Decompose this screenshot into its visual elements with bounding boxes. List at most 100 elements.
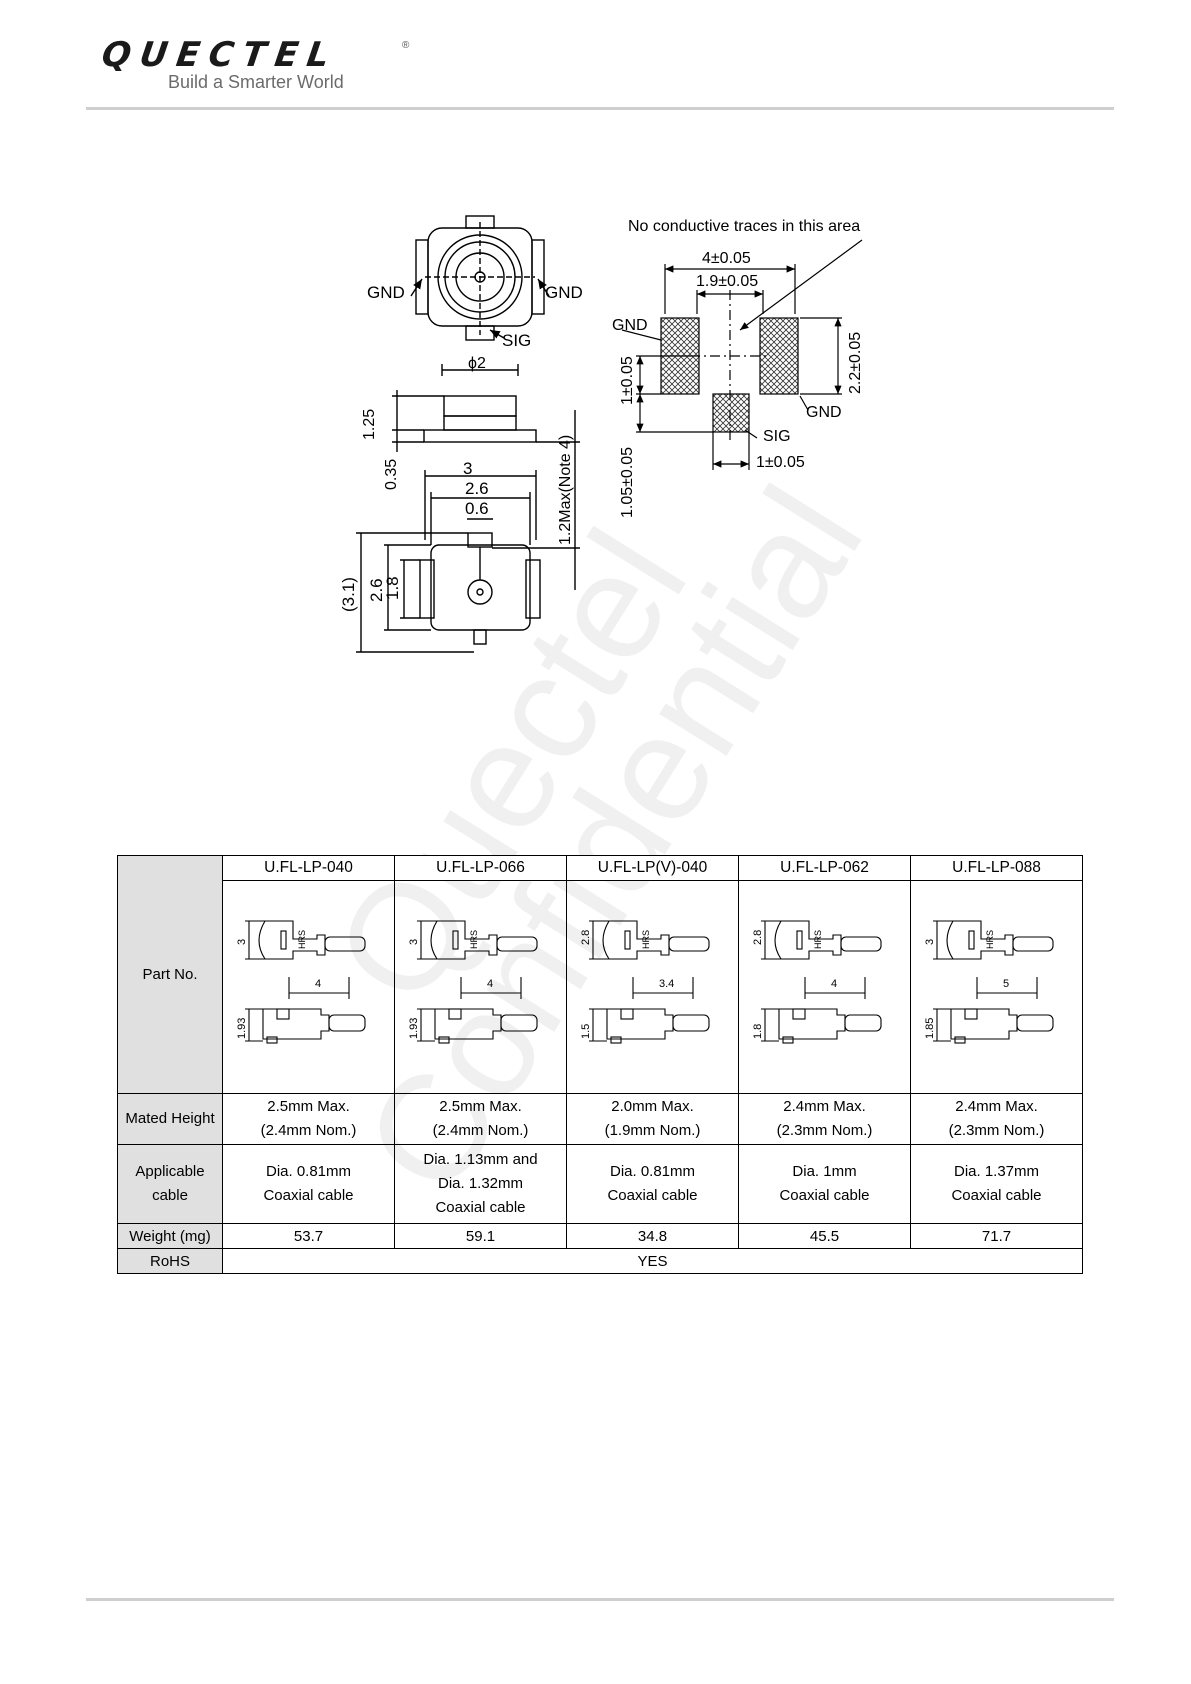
logo-tagline: Build a Smarter World <box>168 72 344 92</box>
plug-side-foot <box>265 1036 278 1044</box>
plug-drawing-cell: 3 HRS 5 1.85 <box>910 880 1083 1094</box>
part-name-4: U.FL-LP-062 <box>738 855 911 881</box>
plug-side-slot <box>791 1008 806 1020</box>
dim-1-25: 1.25 <box>361 409 378 440</box>
rohs-cell: YES <box>222 1248 1083 1274</box>
plug-cable-side <box>671 1014 710 1032</box>
connector-top-view <box>410 215 550 341</box>
plug-sketch <box>932 920 1054 1044</box>
weight-cell: 53.7 <box>222 1223 395 1249</box>
mating-plug-table: Part No. U.FL-LP-040 U.FL-LP-066 U.FL-LP… <box>117 855 1083 1274</box>
weight-cell: 71.7 <box>910 1223 1083 1249</box>
plug-cable-top <box>1011 936 1054 952</box>
dim-2-6-vertical: 2.6 <box>367 578 386 602</box>
plug-top-body <box>601 920 670 960</box>
pcb-gnd-right: GND <box>806 404 842 421</box>
plug-dim-width: 4 <box>831 978 837 990</box>
plug-top-body <box>429 920 498 960</box>
dim-phi2: ϕ2 <box>468 355 486 372</box>
plug-sketch <box>588 920 710 1044</box>
dim-0-6: 0.6 <box>465 499 489 518</box>
plug-slot <box>795 930 803 950</box>
plug-side-foot <box>609 1036 622 1044</box>
label-gnd-right: GND <box>545 283 583 302</box>
plug-side-foot <box>953 1036 966 1044</box>
pcb-land-pattern <box>621 239 863 470</box>
pcb-dim-2-2: 2.2±0.05 <box>847 332 864 394</box>
plug-hrs-mark: HRS <box>985 930 995 949</box>
plug-side-slot <box>619 1008 634 1020</box>
plug-top-body <box>945 920 1014 960</box>
plug-side-body <box>261 1008 330 1040</box>
weight-cell: 34.8 <box>566 1223 739 1249</box>
plug-top-body <box>773 920 842 960</box>
connector-front-view <box>356 470 580 653</box>
dim-2-6: 2.6 <box>465 479 489 498</box>
part-name-1: U.FL-LP-040 <box>222 855 395 881</box>
plug-side-slot <box>275 1008 290 1020</box>
pcb-dim-1-vertical: 1±0.05 <box>619 356 636 405</box>
plug-cable-side <box>1015 1014 1054 1032</box>
dim-1-2max: 1.2Max(Note 4) <box>557 435 574 545</box>
plug-top-body <box>257 920 326 960</box>
plug-slot <box>623 930 631 950</box>
label-gnd-left: GND <box>367 283 405 302</box>
table-row-mated-height: Mated Height 2.5mm Max.(2.4mm Nom.) 2.5m… <box>117 1093 1083 1145</box>
connector-drawings: GND GND SIG ϕ2 1.25 0.35 1.2Max(Note 4) <box>339 215 864 653</box>
plug-side-body <box>605 1008 674 1040</box>
plug-cable-side <box>327 1014 366 1032</box>
plug-sketch <box>760 920 882 1044</box>
plug-cable-top <box>667 936 710 952</box>
plug-dim-height-side: 1.93 <box>236 1018 248 1039</box>
pcb-note: No conductive traces in this area <box>628 218 860 235</box>
part-name-3: U.FL-LP(V)-040 <box>566 855 739 881</box>
footer-rule <box>86 1598 1114 1601</box>
plug-cable-side <box>499 1014 538 1032</box>
plug-dim-width: 3.4 <box>659 978 674 990</box>
part-name-2: U.FL-LP-066 <box>394 855 567 881</box>
table-row-rohs: RoHS YES <box>117 1248 1083 1274</box>
plug-hrs-mark: HRS <box>469 930 479 949</box>
quectel-logo: QUECTEL ® Build a Smarter World <box>99 35 409 92</box>
plug-dim-width: 4 <box>315 978 321 990</box>
pcb-gnd-left: GND <box>612 317 648 334</box>
dim-3: 3 <box>463 459 472 478</box>
plug-dim-height-top: 3 <box>236 939 248 945</box>
plug-sketch <box>244 920 366 1044</box>
pcb-dim-4: 4±0.05 <box>702 250 751 267</box>
plug-dim-height-side: 1.93 <box>408 1018 420 1039</box>
plug-drawing-5: 3 HRS 5 1.85 <box>924 920 1054 1044</box>
label-sig: SIG <box>502 331 531 350</box>
mated-height-cell: 2.0mm Max.(1.9mm Nom.) <box>566 1093 739 1145</box>
plug-dim-height-top: 3 <box>924 939 936 945</box>
plug-dim-width: 4 <box>487 978 493 990</box>
dim-3-1: (3.1) <box>339 577 358 612</box>
plug-dim-height-side: 1.85 <box>924 1018 936 1039</box>
weight-cell: 59.1 <box>394 1223 567 1249</box>
table-row-part-no: Part No. U.FL-LP-040 U.FL-LP-066 U.FL-LP… <box>117 855 1083 1094</box>
plug-hrs-mark: HRS <box>813 930 823 949</box>
dim-0-35: 0.35 <box>383 459 400 490</box>
part-name-5: U.FL-LP-088 <box>910 855 1083 881</box>
plug-cable-top <box>839 936 882 952</box>
mated-height-cell: 2.5mm Max.(2.4mm Nom.) <box>394 1093 567 1145</box>
plug-dim-height-side: 1.8 <box>752 1024 764 1039</box>
plug-side-slot <box>447 1008 462 1020</box>
plug-slot <box>967 930 975 950</box>
pcb-sig: SIG <box>763 428 791 445</box>
plug-sketch <box>416 920 538 1044</box>
plug-dim-width: 5 <box>1003 978 1009 990</box>
